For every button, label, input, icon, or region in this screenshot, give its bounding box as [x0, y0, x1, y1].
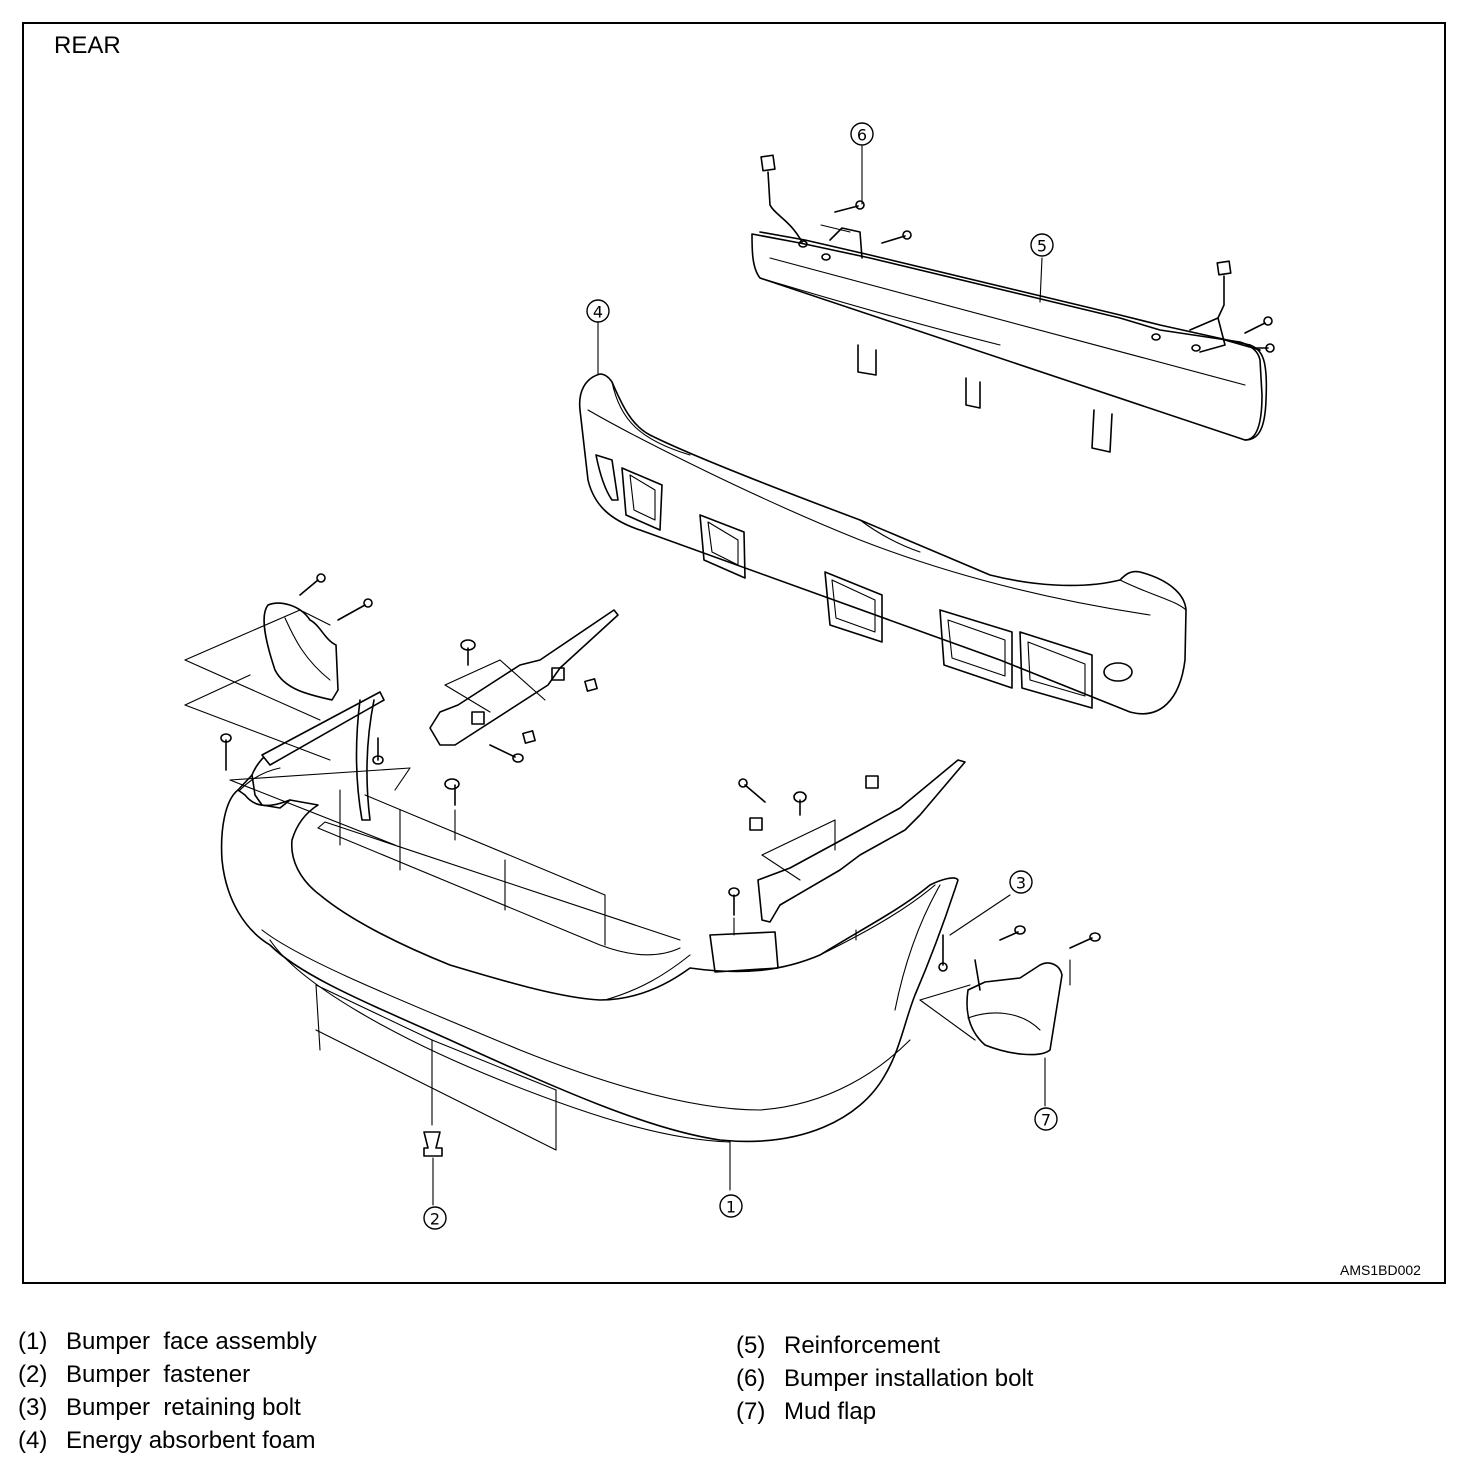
legend-text: Bumper face assembly [66, 1328, 317, 1355]
legend-number: (5) [736, 1332, 766, 1359]
legend-item-mud-flap: (7) Mud flap [736, 1395, 1033, 1428]
svg-text:7: 7 [1041, 1111, 1051, 1130]
callout-1: 1 [719, 1194, 743, 1218]
right-mud-flap-part [919, 894, 1101, 1107]
callout-4: 4 [586, 299, 610, 323]
svg-text:2: 2 [430, 1210, 440, 1229]
legend-number: (1) [18, 1328, 48, 1355]
legend-text: Bumper installation bolt [784, 1365, 1034, 1392]
view-label: REAR [54, 32, 121, 59]
energy-absorbent-foam-part [578, 321, 1187, 715]
reinforcement-part [751, 145, 1275, 453]
svg-text:4: 4 [593, 303, 603, 322]
callout-5: 5 [1030, 233, 1054, 257]
svg-text:5: 5 [1037, 237, 1047, 256]
legend-number: (3) [18, 1394, 48, 1421]
legend-text: Bumper retaining bolt [66, 1394, 301, 1421]
legend-item-bumper-installation-bolt: (6) Bumper installation bolt [736, 1362, 1033, 1395]
left-mud-flap-part [184, 573, 373, 761]
right-retainer-bracket-part [728, 759, 966, 936]
legend-text: Reinforcement [784, 1332, 941, 1359]
callout-6: 6 [850, 122, 874, 146]
legend-number: (4) [18, 1427, 48, 1454]
legend-item-energy-absorbent-foam: (4) Energy absorbent foam [18, 1424, 317, 1457]
figure-code: AMS1BD002 [1340, 1262, 1421, 1278]
legend-text: Energy absorbent foam [66, 1427, 316, 1454]
svg-text:3: 3 [1016, 874, 1026, 893]
legend-item-bumper-retaining-bolt: (3) Bumper retaining bolt [18, 1391, 317, 1424]
legend-number: (7) [736, 1398, 766, 1425]
callout-7: 7 [1034, 1107, 1058, 1131]
svg-text:6: 6 [857, 126, 867, 145]
left-retainer-bracket-part [429, 609, 619, 763]
legend-item-bumper-fastener: (2) Bumper fastener [18, 1358, 317, 1391]
bumper-face-assembly-part [220, 744, 959, 1191]
callout-3: 3 [1009, 870, 1033, 894]
legend-number: (6) [736, 1365, 766, 1392]
svg-text:1: 1 [726, 1198, 736, 1217]
legend-left: (1) Bumper face assembly (2) Bumper fasten… [18, 1325, 317, 1457]
legend-text: Mud flap [784, 1398, 877, 1425]
legend-item-reinforcement: (5) Reinforcement [736, 1329, 1033, 1362]
diagram-frame [22, 22, 1446, 1284]
callout-2: 2 [423, 1206, 447, 1230]
bumper-fastener-part [423, 1131, 443, 1206]
left-side-bracket-part [220, 691, 606, 946]
legend-number: (2) [18, 1361, 48, 1388]
legend-item-bumper-face-assembly: (1) Bumper face assembly [18, 1325, 317, 1358]
legend-right: (5) Reinforcement (6) Bumper installation … [736, 1329, 1033, 1428]
legend-text: Bumper fastener [66, 1361, 251, 1388]
